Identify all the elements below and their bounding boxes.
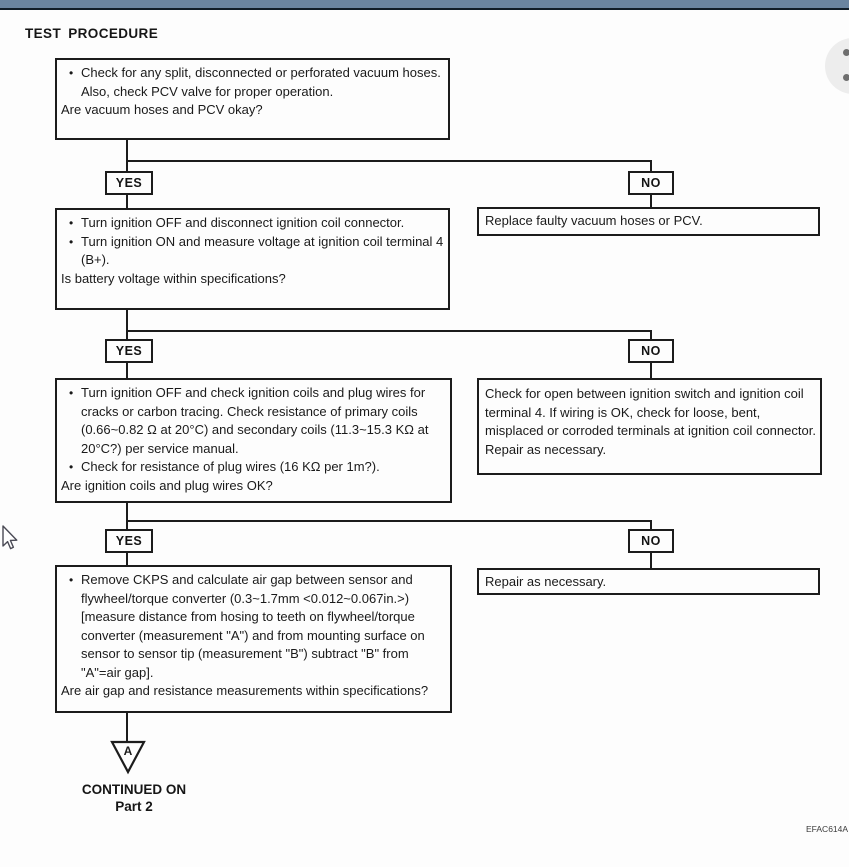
question-text: Are vacuum hoses and PCV okay? <box>61 102 263 117</box>
connector-line <box>126 160 652 162</box>
flow-box-ignition-voltage: • Turn ignition OFF and disconnect ignit… <box>55 208 450 310</box>
connector-line <box>650 363 652 378</box>
bullet-icon: • <box>69 216 74 230</box>
bullet-icon: • <box>69 66 74 80</box>
widget-dot-icon <box>843 74 849 81</box>
action-text: Repair as necessary. <box>485 574 607 589</box>
bullet-icon: • <box>69 460 74 474</box>
bullet-icon: • <box>69 386 74 400</box>
connector-line <box>126 140 128 171</box>
action-text: Check for open between ignition switch a… <box>485 386 816 438</box>
question-text: Are air gap and resistance measurements … <box>61 683 429 698</box>
flow-box-replace-hoses: Replace faulty vacuum hoses or PCV. <box>477 207 820 236</box>
bullet-text: Check for resistance of plug wires (16 K… <box>81 459 380 474</box>
no-label-1: NO <box>628 171 674 195</box>
bullet-item: • Turn ignition OFF and check ignition c… <box>61 384 448 458</box>
connector-letter: A <box>124 744 133 758</box>
no-label-3: NO <box>628 529 674 553</box>
connector-line <box>126 363 128 378</box>
bullet-item: • Check for resistance of plug wires (16… <box>61 458 448 477</box>
question-text: Are ignition coils and plug wires OK? <box>61 477 273 493</box>
continued-line2: Part 2 <box>115 799 153 814</box>
bullet-item: • Turn ignition OFF and disconnect ignit… <box>61 214 446 233</box>
doc-code: EFAC614A <box>806 824 849 834</box>
flow-box-vacuum-check: • Check for any split, disconnected or p… <box>55 58 450 140</box>
connector-line <box>126 520 652 522</box>
connector-line <box>650 195 652 208</box>
bullet-text: Turn ignition OFF and check ignition coi… <box>81 385 429 456</box>
connector-line <box>126 553 128 565</box>
connector-line <box>650 330 652 339</box>
floating-widget-button[interactable] <box>825 38 849 94</box>
flow-box-ckps-air-gap: • Remove CKPS and calculate air gap betw… <box>55 565 452 713</box>
flow-box-check-wiring: Check for open between ignition switch a… <box>477 378 822 475</box>
window-titlebar-sliver <box>0 0 849 8</box>
connector-line <box>650 160 652 171</box>
bullet-item: • Turn ignition ON and measure voltage a… <box>61 233 446 270</box>
titlebar-edge-line <box>0 8 849 10</box>
yes-label-2: YES <box>105 339 153 363</box>
flow-box-coils-plug-wires: • Turn ignition OFF and check ignition c… <box>55 378 452 503</box>
bullet-text: Check for any split, disconnected or per… <box>81 65 441 99</box>
flow-box-repair: Repair as necessary. <box>477 568 820 595</box>
question-text: Is battery voltage within specifications… <box>61 270 286 286</box>
bullet-text: Turn ignition OFF and disconnect ignitio… <box>81 215 405 230</box>
connector-line <box>650 553 652 568</box>
yes-label-3: YES <box>105 529 153 553</box>
bullet-icon: • <box>69 573 74 587</box>
off-page-connector-A: A <box>110 740 146 775</box>
widget-dot-icon <box>843 49 849 56</box>
action-text: Replace faulty vacuum hoses or PCV. <box>485 213 703 228</box>
yes-label-1: YES <box>105 171 153 195</box>
bullet-item: • Remove CKPS and calculate air gap betw… <box>61 571 448 682</box>
bullet-icon: • <box>69 234 74 249</box>
connector-line <box>650 520 652 529</box>
bullet-text: Remove CKPS and calculate air gap betwee… <box>81 572 425 680</box>
connector-line <box>126 503 128 529</box>
page-title: TEST PROCEDURE <box>25 26 159 41</box>
continued-line1: CONTINUED ON <box>81 782 187 797</box>
connector-line <box>126 330 652 332</box>
continued-note: CONTINUED ON Part 2 <box>71 781 197 815</box>
bullet-text: Turn ignition ON and measure voltage at … <box>81 233 444 268</box>
connector-line <box>126 195 128 209</box>
no-label-2: NO <box>628 339 674 363</box>
bullet-item: • Check for any split, disconnected or p… <box>61 64 446 101</box>
action-text: Repair as necessary. <box>485 441 607 457</box>
connector-line <box>126 713 128 744</box>
connector-line <box>126 310 128 339</box>
mouse-cursor-icon <box>2 525 18 550</box>
